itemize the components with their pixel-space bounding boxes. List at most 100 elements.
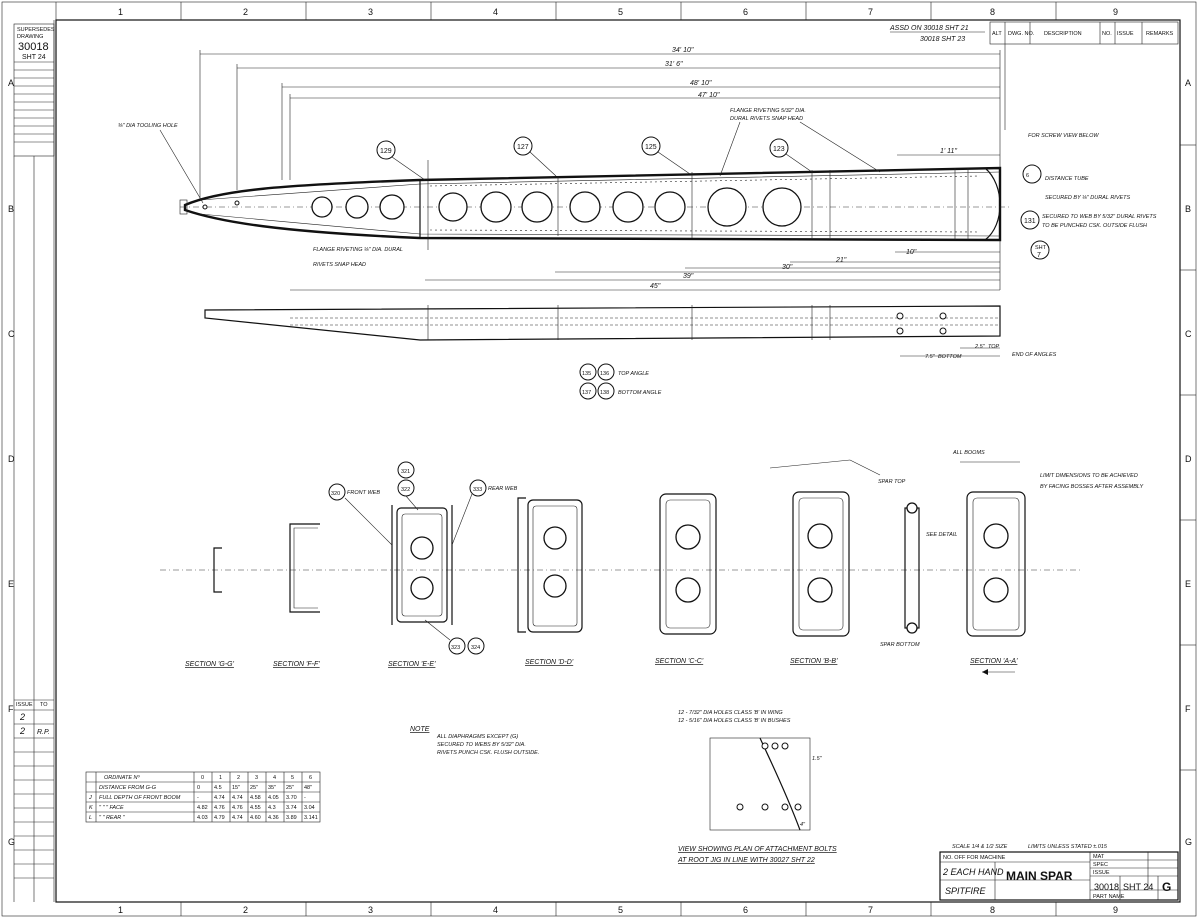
ordinate-cell: 4.76 — [214, 805, 225, 811]
ordinate-row-label: FULL DEPTH OF FRONT BOOM — [99, 795, 181, 801]
title-no-off: NO. OFF FOR MACHINE — [943, 855, 1006, 861]
col-label: 3 — [368, 7, 373, 17]
label-spar-bottom: SPAR BOTTOM — [880, 642, 920, 648]
ordinate-row-label: " " " FACE — [99, 805, 124, 811]
note-secured-rivets: SECURED BY ⅛" DURAL RIVETS — [1045, 195, 1131, 201]
note-screw-view: FOR SCREW VIEW BELOW — [1028, 133, 1099, 139]
col-label: 2 — [243, 7, 248, 17]
note-rivets-head: RIVETS SNAP HEAD — [313, 262, 366, 268]
label-top-angle: TOP ANGLE — [618, 371, 649, 377]
callout-number: 136 — [600, 371, 609, 377]
assembly-ref-1: ASSD ON 30018 SHT 21 — [889, 25, 969, 32]
ordinate-row-label: DISTANCE FROM G-G — [99, 785, 157, 791]
plan-notes: ⅜" DIA TOOLING HOLE FLANGE RIVETING ⅛" D… — [118, 108, 1157, 268]
ordinate-header-label: ORDINATE Nº — [104, 774, 141, 781]
dim-top-value: 2.5" — [974, 344, 986, 350]
ordinate-cell: 3.141 — [304, 815, 318, 821]
note-flange-rivet-top: FLANGE RIVETING 5/32" DIA. — [730, 108, 806, 114]
grid-rows-left: A B C D E F G — [8, 78, 15, 847]
row-label: D — [8, 454, 15, 464]
note-dural-rivets: DURAL RIVETS SNAP HEAD — [730, 116, 803, 122]
row-label: C — [8, 329, 15, 339]
dim-label: 21" — [835, 257, 847, 264]
callout-number: 323 — [451, 645, 460, 651]
grid-columns-top: 1 2 3 4 5 6 7 8 9 — [55, 2, 1118, 20]
strip-issue: 2 — [19, 726, 25, 736]
row-label: B — [8, 204, 14, 214]
dim-bottom-label: BOTTOM — [938, 354, 962, 360]
callout-number: 6 — [1026, 173, 1029, 179]
title-tol: LIMITS UNLESS STATED ±.015 — [1028, 844, 1108, 850]
ordinate-cell: 4.05 — [268, 795, 279, 801]
sheet-ref-label: SHT — [1035, 245, 1047, 251]
row-label: A — [8, 78, 14, 88]
row-label: D — [1185, 454, 1192, 464]
strip-drawing-no: 30018 — [18, 41, 49, 53]
ordinate-header-num: 1 — [219, 775, 222, 781]
col-label: 8 — [990, 905, 995, 915]
ordinate-cell: 35" — [268, 785, 276, 791]
section-label: SECTION 'C-C' — [655, 658, 704, 665]
section-label: SECTION 'E-E' — [388, 661, 436, 668]
ordinate-cell: 15" — [232, 785, 240, 791]
ordinate-cell: 48" — [304, 785, 312, 791]
revision-header: ASSD ON 30018 SHT 21 30018 SHT 23 ALT DW… — [889, 21, 1179, 130]
ordinate-cell: 4.74 — [232, 795, 243, 801]
title-drawing-no: 30018 — [1094, 882, 1119, 892]
strip-line: DRAWING — [17, 34, 43, 40]
callout-number: 127 — [517, 144, 529, 151]
ordinate-header-num: 5 — [291, 775, 294, 781]
ordinate-cell: 4.36 — [268, 815, 279, 821]
dim-label: 1' 11" — [940, 148, 957, 155]
rev-col-header: ALT — [992, 31, 1002, 37]
title-right-label: ISSUE — [1093, 870, 1110, 876]
label-all-booms: ALL BOOMS — [952, 450, 985, 456]
plan-view-dimensions: 34' 10" 31' 6" 48' 10" 47' 10" 39" 30" 2… — [199, 47, 1001, 291]
title-right-label: MAT — [1093, 854, 1105, 860]
callout-number: 137 — [582, 390, 591, 396]
col-label: 6 — [743, 7, 748, 17]
callout-number: 321 — [401, 469, 410, 475]
strip-to-header: TO — [40, 702, 48, 708]
col-label: 5 — [618, 7, 623, 17]
ordinate-cell: 4.5 — [214, 785, 222, 791]
ordinate-cell: 3.04 — [304, 805, 315, 811]
note-limit-2: BY FACING BOSSES AFTER ASSEMBLY — [1040, 484, 1143, 490]
rev-col-header: NO. — [1102, 31, 1112, 37]
row-label: G — [1185, 837, 1192, 847]
ordinate-cell: 4.58 — [250, 795, 261, 801]
col-label: 8 — [990, 7, 995, 17]
dim-top-label: TOP — [988, 344, 1000, 350]
bolt-dim: 4" — [800, 822, 806, 828]
row-label: F — [8, 704, 14, 714]
plan-callouts: 129 127 125 123 131 6 SHT 7 — [376, 136, 1050, 260]
col-label: 6 — [743, 905, 748, 915]
col-label: 5 — [618, 905, 623, 915]
note-line: SECURED TO WEBS BY 5/32" DIA. — [437, 742, 526, 748]
section-label: SECTION 'G-G' — [185, 661, 235, 668]
ordinate-header-num: 2 — [237, 775, 240, 781]
callout-number: 129 — [380, 148, 392, 155]
note-limit-1: LIMIT DIMENSIONS TO BE ACHIEVED — [1040, 473, 1138, 479]
ordinate-row-mark: L — [89, 815, 92, 821]
col-label: 4 — [493, 905, 498, 915]
rev-col-header: REMARKS — [1146, 31, 1174, 37]
row-label: A — [1185, 78, 1191, 88]
sheet-ref-number: 7 — [1037, 252, 1041, 259]
strip-issue: 2 — [19, 712, 25, 722]
col-label: 9 — [1113, 7, 1118, 17]
grid-rows-right: A B C D E F G — [1180, 78, 1196, 847]
callout-number: 131 — [1024, 218, 1036, 225]
ordinate-header-num: 6 — [309, 775, 312, 781]
row-label: B — [1185, 204, 1191, 214]
strip-to: R.P. — [37, 729, 50, 736]
note-line: RIVETS PUNCH CSK. FLUSH OUTSIDE. — [437, 750, 539, 756]
title-right-label: PART NAME — [1093, 894, 1125, 900]
section-label: SECTION 'F-F' — [273, 661, 320, 668]
dim-label: 47' 10" — [698, 92, 720, 99]
col-label: 7 — [868, 7, 873, 17]
ordinate-header-num: 3 — [255, 775, 258, 781]
label-spar-top: SPAR TOP — [878, 479, 906, 485]
note-tooling-hole: ⅜" DIA TOOLING HOLE — [118, 123, 178, 129]
